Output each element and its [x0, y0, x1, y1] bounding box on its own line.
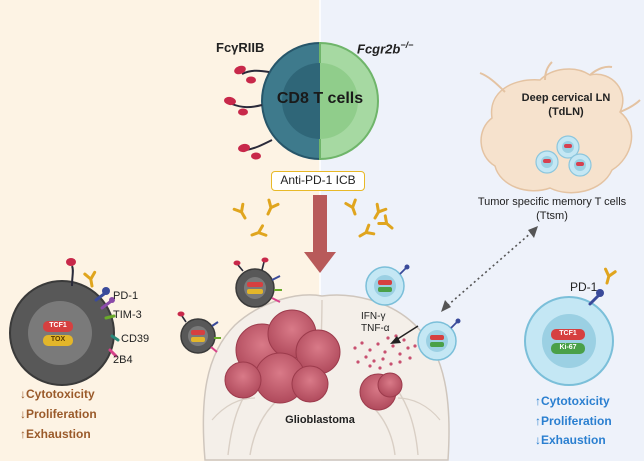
treatment-arrow [304, 195, 336, 273]
tnfa-label: TNF-α [361, 323, 390, 334]
exhausted-t-cell [9, 258, 120, 386]
ln-title-line2: (TdLN) [548, 106, 584, 118]
marker-2b4: 2B4 [113, 354, 133, 366]
left-tox-label: TOX [50, 336, 66, 343]
left-outcome-exhaustion: ↑Exhaustion [20, 427, 91, 441]
right-tcf1-label: TCF1 [559, 330, 577, 337]
cd8-t-cells-label: CD8 T cells [276, 90, 364, 107]
left-outcome-cytotoxicity: ↓Cytotoxicity [20, 387, 95, 401]
cytokine-dots [353, 334, 417, 370]
memory-cells-line2: (Ttsm) [536, 210, 568, 222]
cd8-t-cell [261, 41, 379, 161]
ln-title-line1: Deep cervical LN [521, 92, 611, 104]
glioblastoma-label: Glioblastoma [285, 414, 355, 426]
right-outcome-cytotoxicity: ↑Cytotoxicity [535, 394, 610, 408]
left-outcome-proliferation: ↓Proliferation [20, 407, 97, 421]
right-pd1-label: PD-1 [570, 280, 598, 294]
left-tcf1-label: TCF1 [49, 322, 67, 329]
marker-pd1: PD-1 [113, 290, 139, 302]
knockout-gene: Fcgr2b [357, 41, 401, 57]
glioblastoma-tumor [224, 309, 403, 411]
memory-cells-line1: Tumor specific memory T cells [477, 196, 627, 208]
right-outcome-proliferation: ↑Proliferation [535, 414, 612, 428]
small-effector-cells [365, 264, 461, 361]
right-outcome-exhaustion: ↓Exhaustion [535, 433, 606, 447]
effector-t-cell [524, 267, 617, 386]
marker-tim3: TIM-3 [113, 309, 142, 321]
fcgr2b-label: FcγRIIB [216, 40, 265, 55]
ifng-label: IFN-γ [361, 311, 386, 322]
knockout-label: Fcgr2b−/− [357, 40, 413, 56]
anti-pd1-icb-label: Anti-PD-1 ICB [271, 171, 365, 191]
right-ki67-label: Ki-67 [559, 344, 577, 351]
knockout-superscript: −/− [400, 40, 414, 50]
lymph-node [479, 61, 641, 194]
small-exhausted-cells [177, 257, 282, 354]
marker-cd39: CD39 [121, 333, 150, 345]
migration-arrow [441, 226, 538, 312]
release-arrow [390, 325, 419, 344]
